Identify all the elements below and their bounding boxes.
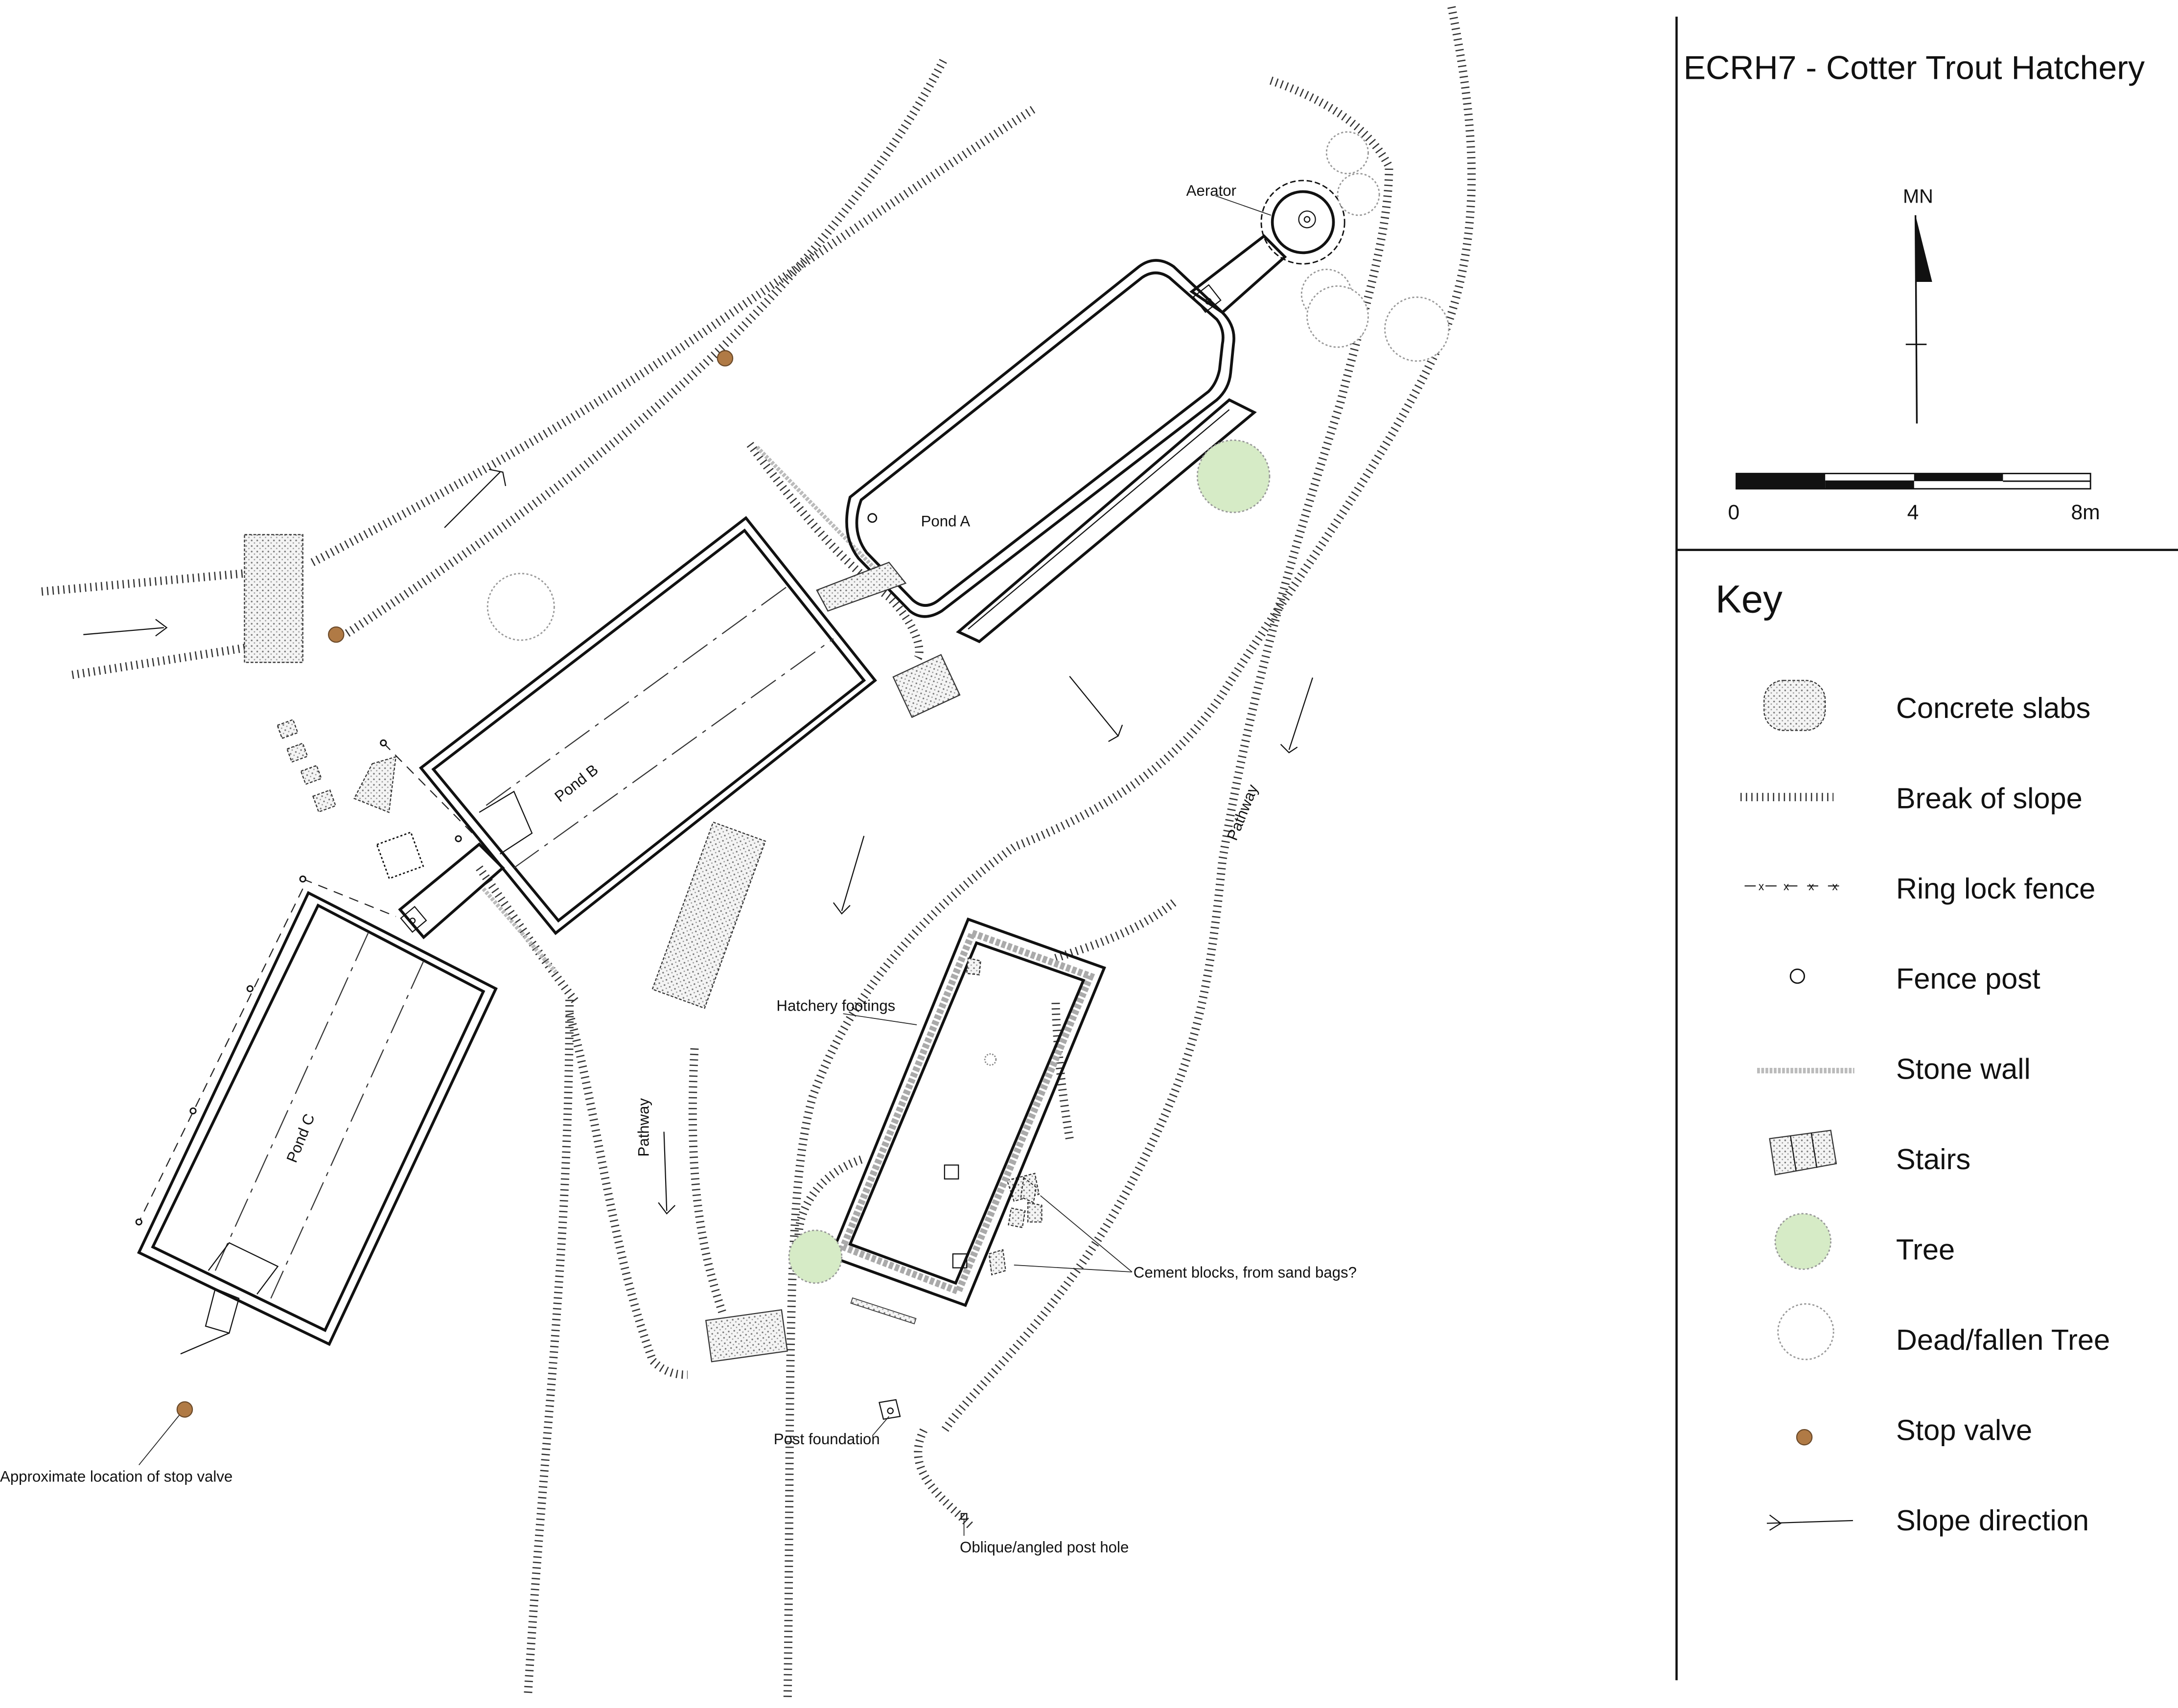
label-pond-a: Pond A [921,512,971,530]
label-hatchery-footings: Hatchery footings [776,997,895,1015]
pond-b [418,516,961,935]
key-label: Dead/fallen Tree [1896,1323,2110,1356]
dead-tree-icon [1384,296,1450,362]
key-label: Fence post [1896,962,2040,995]
plan-labels: Aerator Pond A Pond B Pond C Pathway Pat… [0,182,1357,1556]
north-label: MN [1903,185,1933,207]
break-of-slope-lines [41,6,1476,1701]
key-label: Stairs [1896,1143,1970,1176]
ring-lock-fences [135,739,480,1226]
dead-tree-icon [487,573,555,641]
north-arrow: MN [1903,185,1933,424]
tree-icon [788,1229,843,1284]
post-foundation [139,1399,968,1536]
key-label: Stone wall [1896,1053,2031,1085]
key-label: Tree [1896,1233,1955,1266]
slope-direction-arrows [83,468,1313,1355]
stop-valve-icon [328,626,345,643]
key-label: Slope direction [1896,1504,2089,1537]
key-label: Concrete slabs [1896,692,2090,724]
label-pond-b: Pond B [551,761,601,806]
label-pathway-2: Pathway [635,1098,652,1156]
svg-text:x: x [1832,880,1838,893]
tree-icon [1196,439,1271,513]
dead-tree-icon [1306,285,1369,348]
plan-drawing: Aerator Pond A Pond B Pond C Pathway Pat… [0,6,1476,1701]
scale-label-4: 4 [1907,501,1919,524]
label-pond-c: Pond C [283,1111,318,1165]
stop-valve-icon [717,350,734,367]
svg-text:x: x [1759,880,1764,893]
concrete-slab-icon [1763,680,1826,731]
scale-bar: 0 4 8m [1728,473,2100,524]
stairs-icon [1769,1130,1837,1176]
pond-c [137,891,498,1346]
pond-a [845,259,1257,644]
svg-text:x: x [1784,880,1789,893]
key-label: Stop valve [1896,1413,2032,1446]
page-title: ECRH7 - Cotter Trout Hatchery [1684,49,2145,87]
key-title: Key [1715,577,1783,621]
label-post-hole: Oblique/angled post hole [960,1539,1129,1556]
dead-tree-icon [1337,173,1380,216]
legend-panel: ECRH7 - Cotter Trout Hatchery MN 0 4 8m … [1675,17,2178,1681]
key-labels: Concrete slabs Break of slope Ring lock … [1896,692,2110,1537]
dead-tree-icon [1325,131,1369,175]
stop-valves [176,350,734,1418]
key-label: Ring lock fence [1896,872,2095,905]
concrete-slabs [244,534,1040,1276]
pond-connection [376,831,505,940]
scale-label-8m: 8m [2071,501,2100,524]
label-stop-valve-note: Approximate location of stop valve [0,1468,232,1485]
key-label: Break of slope [1896,782,2083,814]
label-cement-blocks: Cement blocks, from sand bags? [1134,1264,1357,1281]
stop-valve-icon [1796,1429,1813,1446]
label-aerator: Aerator [1186,182,1236,199]
stone-walls [482,445,917,1325]
stop-valve-icon [176,1401,193,1418]
label-post-foundation: Post foundation [774,1431,880,1448]
dead-tree-icon [1777,1303,1834,1361]
scale-label-0: 0 [1728,501,1739,524]
label-pathway-1: Pathway [1224,782,1261,843]
aerator [1189,180,1345,315]
svg-text:x: x [1808,880,1814,893]
fence-post-icon [1789,969,1805,984]
hatchery-footings [829,917,1133,1307]
tree-icon [1774,1213,1831,1270]
trees [487,131,1450,1284]
slope-direction-icon [1766,1514,1853,1531]
